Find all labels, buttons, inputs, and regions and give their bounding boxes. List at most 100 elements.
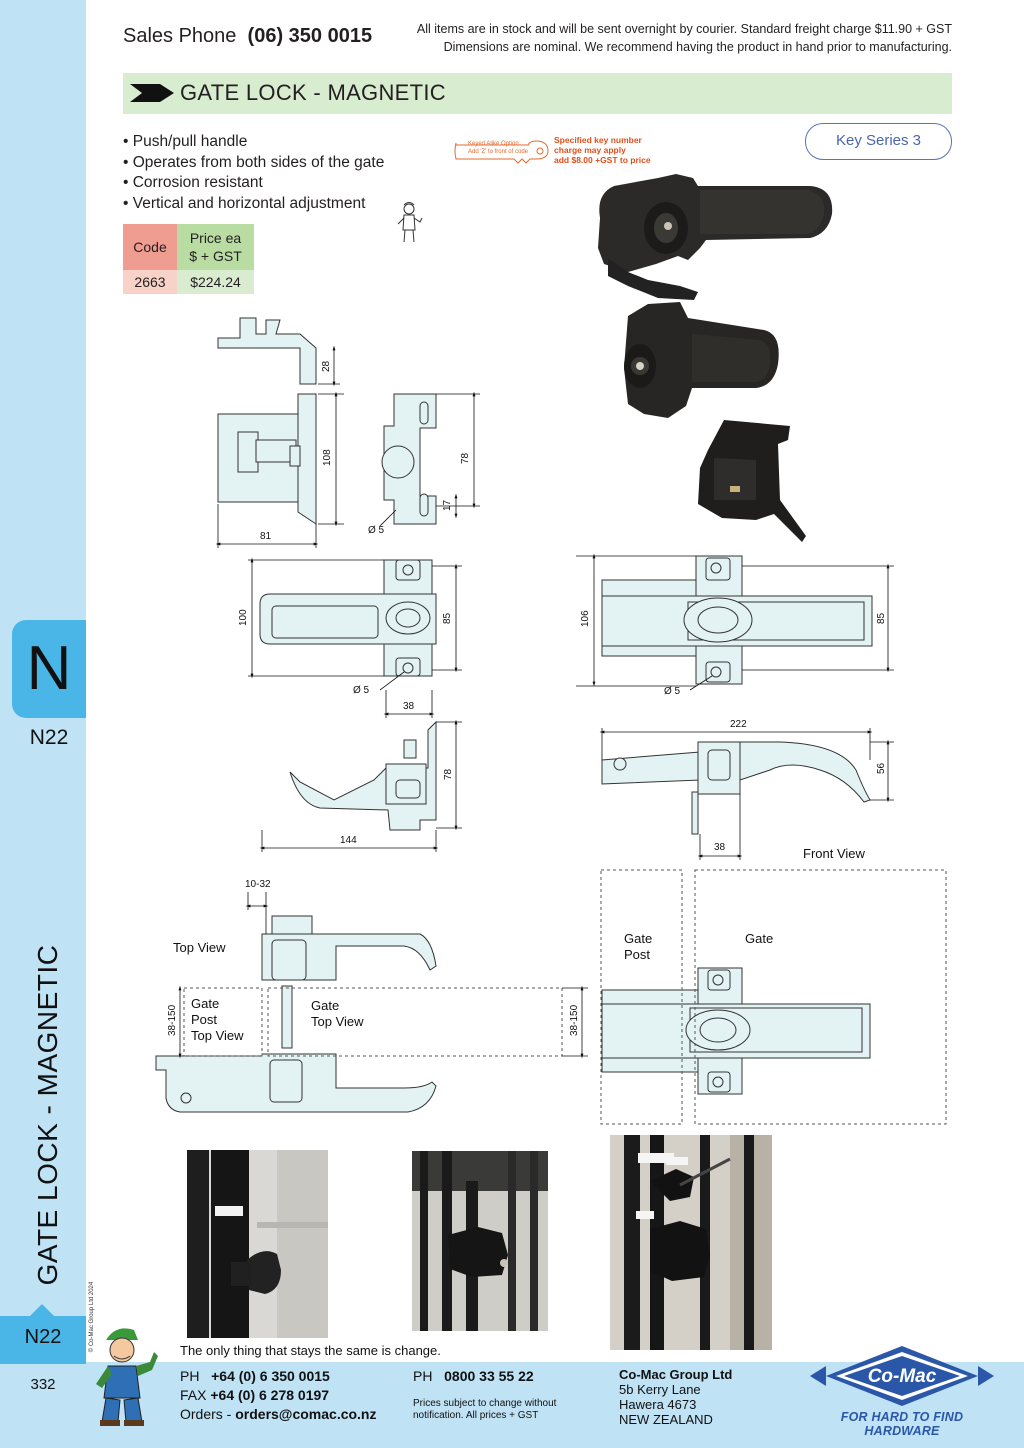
header-note-line-2: Dimensions are nominal. We recommend hav… [443,40,952,54]
prices-note-line-1: Prices subject to change without [413,1398,557,1409]
front-view-label: Front View [803,846,865,861]
dim-38-150a: 38-150 [167,1004,178,1036]
gate-post-top-view-label: Gate Post Top View [191,996,244,1044]
left-sidebar [0,0,86,1448]
label-line: Top View [191,1028,244,1043]
key-note-line-3: add $8.00 +GST to price [554,155,651,165]
sales-phone-label: Sales Phone [123,25,237,47]
dim-85a: 85 [442,612,453,624]
phone-label: PH [180,1368,200,1384]
key-note-line-1: Specified key number [554,135,642,145]
dim-81: 81 [260,531,272,542]
label-line: Post [624,947,651,962]
orders-label: Orders - [180,1406,232,1422]
sales-phone: Sales Phone (06) 350 0015 [123,25,372,48]
orders-line: Orders - orders@comac.co.nz [180,1405,377,1424]
section-letter: N [26,634,72,703]
price-header: Price ea $ + GST [177,224,254,270]
keyed-alike-option: Keyed Alike Option Add 'Z' to front of c… [468,140,528,156]
product-price: $224.24 [177,270,254,294]
dim-106: 106 [580,610,591,627]
dim-38b: 38 [714,842,726,853]
label-line: Post [191,1012,218,1027]
key-note-line-2: charge may apply [554,145,626,155]
keyed-alike-line-1: Keyed Alike Option [468,141,519,147]
freephone-label: PH [413,1368,433,1384]
address-line-2: Hawera 4673 [619,1397,697,1412]
phone-number[interactable]: +64 (0) 6 350 0015 [211,1368,330,1384]
dim-78a: 78 [460,452,471,464]
dim-85b: 85 [876,612,887,624]
dim-222: 222 [730,719,747,730]
code-header: Code [123,224,177,270]
dim-17: 17 [442,499,453,511]
keyed-alike-line-2: Add 'Z' to front of code [468,149,528,155]
bottom-section-code: N22 [24,1326,62,1348]
feature-item: • Vertical and horizontal adjustment [123,194,366,212]
bottom-section-tab [0,1316,86,1364]
gate-label: Gate [745,931,774,946]
feature-item: • Push/pull handle [123,133,248,150]
install-photo-2 [412,1151,548,1331]
dim-108: 108 [322,449,333,466]
price-header-line-1: Price ea [189,230,242,246]
dim-dia-5c: Ø 5 [664,686,681,697]
product-code: 2663 [123,270,177,294]
company-name-text: Co-Mac Group Ltd [619,1367,733,1382]
table-row: 2663 $224.24 [123,270,254,294]
label-line: Top View [311,1014,364,1029]
label-line: Gate [624,931,653,946]
dim-78b: 78 [443,768,454,780]
freephone-line: PH 0800 33 55 22 [413,1367,534,1386]
company-name: Co-Mac Group Ltd [619,1367,732,1382]
gate-post-label: Gate Post [624,931,652,963]
logo-text: Co-Mac [868,1366,937,1387]
footer-tagline: The only thing that stays the same is ch… [180,1343,441,1358]
fax-line: FAX +64 (0) 6 278 0197 [180,1386,377,1405]
install-photo-1 [187,1150,328,1338]
dim-100: 100 [238,609,249,626]
section-code: N22 [29,726,69,749]
dim-dia-5b: Ø 5 [353,685,370,696]
feature-item: • Corrosion resistant [123,174,263,191]
key-icon [454,140,549,164]
product-title: GATE LOCK - MAGNETIC [180,80,446,105]
price-table: Code Price ea $ + GST 2663 $224.24 [123,224,254,294]
fax-label: FAX [180,1387,207,1403]
prices-note: Prices subject to change without notific… [413,1398,556,1422]
label-line: Gate [311,998,340,1013]
install-photo-3 [610,1135,772,1350]
arrow-icon [130,84,174,102]
orders-email-link[interactable]: orders@comac.co.nz [235,1406,377,1422]
dim-38a: 38 [403,701,415,712]
comac-logo[interactable]: Co-Mac [808,1344,996,1408]
key-series-badge: Key Series 3 [805,123,952,160]
feature-item: • Operates from both sides of the gate [123,153,385,171]
title-bar [123,73,952,114]
contact-column: PH +64 (0) 6 350 0015 FAX +64 (0) 6 278 … [180,1367,377,1424]
phone-line: PH +64 (0) 6 350 0015 [180,1367,377,1386]
address-line-3: NEW ZEALAND [619,1412,713,1427]
label-line: Gate [191,996,220,1011]
freephone-number[interactable]: 0800 33 55 22 [444,1368,534,1384]
header-note: All items are in stock and will be sent … [417,20,952,56]
dim-56: 56 [876,762,887,774]
mascot-small-icon [397,202,423,243]
product-photo [598,174,833,542]
logo-tagline: FOR HARD TO FIND HARDWARE [840,1410,964,1438]
key-note: Specified key number charge may apply ad… [554,135,651,165]
price-header-line-2: $ + GST [189,248,242,264]
fax-number: +64 (0) 6 278 0197 [210,1387,330,1403]
feature-list: • Push/pull handle • Operates from both … [123,132,384,214]
sales-phone-number[interactable]: (06) 350 0015 [247,25,373,47]
address-line-1: 5b Kerry Lane [619,1382,701,1397]
vertical-product-title: GATE LOCK - MAGNETIC [32,944,63,1286]
dim-28: 28 [321,360,332,372]
bottom-tab-notch [30,1304,54,1316]
prices-note-line-2: notification. All prices + GST [413,1410,539,1421]
mascot-icon [96,1328,158,1426]
page-number: 332 [30,1376,56,1393]
dim-dia-5a: Ø 5 [368,525,385,536]
dim-38-150b: 38-150 [569,1004,580,1036]
gate-top-view-label: Gate Top View [311,998,364,1030]
